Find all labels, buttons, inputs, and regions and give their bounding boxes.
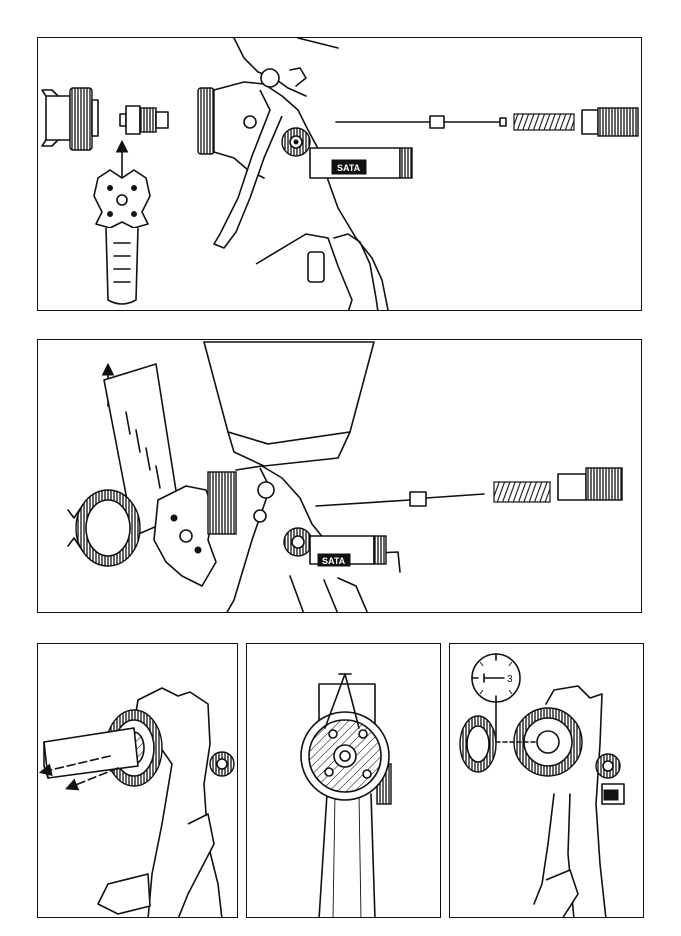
panel-air-cap-alignment: 3 <box>449 643 644 918</box>
fluid-nozzle-front <box>301 712 389 800</box>
spray-gun-body <box>496 686 624 918</box>
nameplate: SATA <box>322 556 346 566</box>
panel-disassembly-overview: SATA <box>37 37 642 311</box>
clock-mark-3: 3 <box>507 674 513 685</box>
panel-disassembly-with-tool: SATA <box>37 339 642 613</box>
fluid-needle <box>316 492 484 506</box>
multi-tool <box>154 486 216 586</box>
paint-cup <box>204 342 374 444</box>
fluid-nozzle <box>120 106 168 134</box>
multi-tool <box>94 170 150 304</box>
needle-spring <box>514 114 574 130</box>
adjusting-knob <box>558 468 622 500</box>
spray-gun-body: SATA <box>198 38 412 311</box>
air-cap <box>68 490 140 566</box>
spray-gun-body: SATA <box>208 466 400 613</box>
panel-air-cap-removal <box>37 643 238 918</box>
air-cap <box>42 88 98 150</box>
air-cap <box>460 716 496 772</box>
adjusting-knob <box>582 108 638 136</box>
nameplate: SATA <box>337 163 361 173</box>
needle-spring <box>494 482 550 502</box>
panel-nozzle-front-view <box>246 643 441 918</box>
fluid-needle <box>336 116 506 128</box>
